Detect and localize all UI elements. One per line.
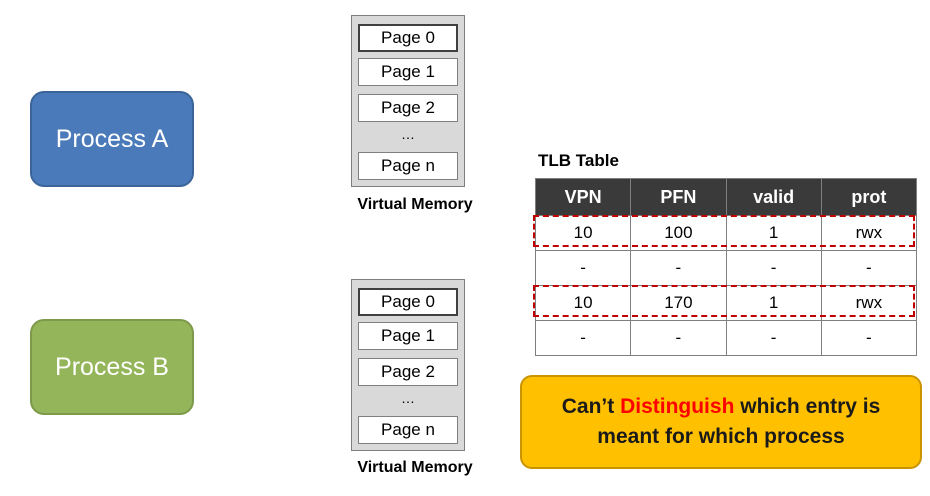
callout-suffix: which entry is bbox=[734, 395, 881, 418]
tlb-cell: 100 bbox=[630, 215, 727, 251]
table-row: 10 100 1 rwx bbox=[534, 215, 918, 251]
vm-b-page-0: Page 0 bbox=[358, 288, 458, 316]
tlb-cell: 10 bbox=[534, 215, 632, 251]
tlb-cell: 170 bbox=[630, 285, 727, 321]
tlb-cell: rwx bbox=[820, 215, 918, 251]
vm-a-ellipsis: … bbox=[401, 126, 415, 142]
process-a-box: Process A bbox=[30, 91, 194, 187]
vm-b-ellipsis: … bbox=[401, 390, 415, 406]
callout-prefix: Can’t bbox=[561, 395, 621, 418]
tlb-cell: rwx bbox=[820, 285, 918, 321]
tlb-cell: - bbox=[725, 250, 822, 286]
vm-a-page-2: Page 2 bbox=[358, 94, 458, 122]
vm-b-page-1: Page 1 bbox=[358, 322, 458, 350]
process-b-box: Process B bbox=[30, 319, 194, 415]
tlb-table: VPN PFN valid prot 10 100 1 rwx - - - - … bbox=[534, 178, 918, 356]
vm-b-page-2: Page 2 bbox=[358, 358, 458, 386]
tlb-cell: 1 bbox=[725, 215, 822, 251]
tlb-header-valid: valid bbox=[725, 178, 822, 216]
virtual-memory-a: Page 0 Page 1 Page 2 … Page n bbox=[351, 15, 465, 187]
tlb-cell: - bbox=[534, 320, 632, 356]
table-row: - - - - bbox=[534, 320, 918, 356]
tlb-cell: - bbox=[820, 250, 918, 286]
tlb-header-row: VPN PFN valid prot bbox=[534, 178, 918, 216]
tlb-cell: - bbox=[534, 250, 632, 286]
tlb-header-vpn: VPN bbox=[534, 178, 632, 216]
vm-b-page-n: Page n bbox=[358, 416, 458, 444]
tlb-header-pfn: PFN bbox=[630, 178, 727, 216]
vm-b-label: Virtual Memory bbox=[357, 459, 473, 476]
table-row: 10 170 1 rwx bbox=[534, 285, 918, 321]
tlb-title: TLB Table bbox=[538, 151, 619, 170]
vm-a-label: Virtual Memory bbox=[357, 196, 473, 213]
tlb-cell: - bbox=[725, 320, 822, 356]
warning-callout: Can’t Distinguish which entry is meant f… bbox=[520, 375, 922, 469]
vm-a-page-1: Page 1 bbox=[358, 58, 458, 86]
tlb-cell: - bbox=[820, 320, 918, 356]
callout-emphasis: Distinguish bbox=[620, 395, 735, 418]
process-b-label: Process B bbox=[55, 352, 169, 381]
callout-text: Can’t Distinguish which entry is meant f… bbox=[562, 392, 881, 452]
tlb-header-prot: prot bbox=[820, 178, 918, 216]
process-a-label: Process A bbox=[55, 124, 169, 153]
tlb-cell: - bbox=[630, 320, 727, 356]
tlb-cell: 10 bbox=[534, 285, 632, 321]
table-row: - - - - bbox=[534, 250, 918, 286]
callout-line-2: meant for which process bbox=[597, 425, 845, 448]
tlb-cell: 1 bbox=[725, 285, 822, 321]
vm-a-page-0: Page 0 bbox=[358, 24, 458, 52]
vm-a-page-n: Page n bbox=[358, 152, 458, 180]
tlb-cell: - bbox=[630, 250, 727, 286]
virtual-memory-b: Page 0 Page 1 Page 2 … Page n bbox=[351, 279, 465, 451]
